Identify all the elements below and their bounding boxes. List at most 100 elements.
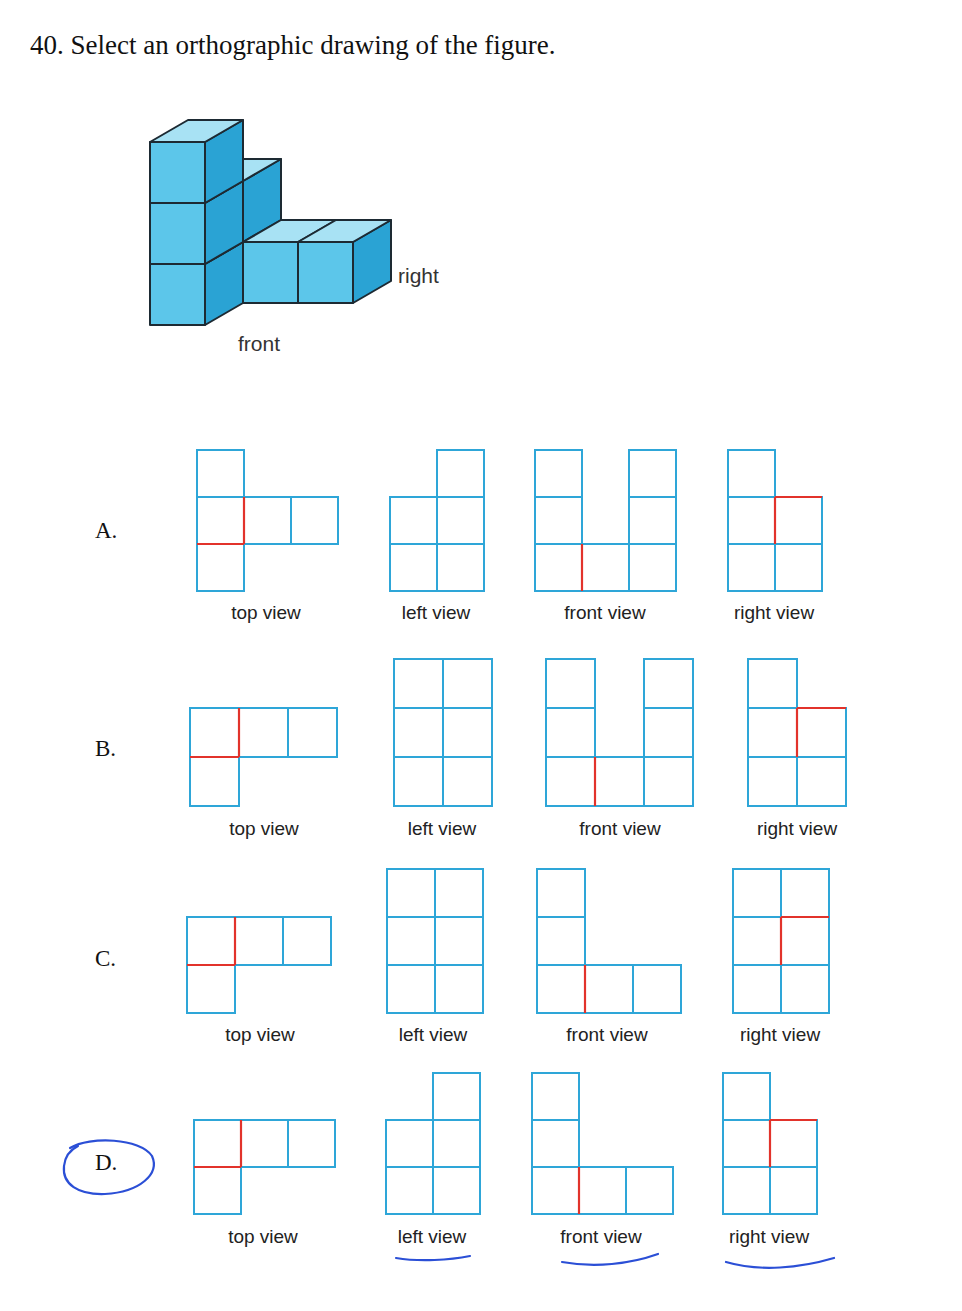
grid-cell <box>239 708 288 757</box>
grid-cell <box>535 544 582 591</box>
grid-cell <box>394 757 443 806</box>
grid-cell <box>235 917 283 965</box>
grid-cell <box>537 917 585 965</box>
view-label: front view <box>579 818 660 840</box>
grid-cell <box>728 497 775 544</box>
grid-cell <box>546 757 595 806</box>
underline <box>562 1254 658 1265</box>
cube-face <box>150 142 205 203</box>
grid-cell <box>433 1073 480 1120</box>
grid-cell <box>537 965 585 1013</box>
grid-cell <box>283 917 331 965</box>
grid-cell <box>546 708 595 757</box>
grid-cell <box>390 497 437 544</box>
grid-cell <box>437 497 484 544</box>
grid-cell <box>187 965 235 1013</box>
edge-line <box>578 1167 580 1214</box>
cube-face <box>150 203 205 264</box>
grid-cell <box>537 869 585 917</box>
grid-cell <box>535 450 582 497</box>
grid-cell <box>644 708 693 757</box>
edge-line <box>240 1120 242 1167</box>
grid-cell <box>626 1167 673 1214</box>
grid-cell <box>241 1120 288 1167</box>
grid-cell <box>532 1120 579 1167</box>
handwriting <box>64 1140 834 1267</box>
grid-cell <box>433 1120 480 1167</box>
grid-cell <box>291 497 338 544</box>
grid-cell <box>387 965 435 1013</box>
cube-face <box>150 264 205 325</box>
grid-cell <box>435 965 483 1013</box>
edge-line <box>781 916 829 918</box>
view-label: left view <box>402 602 471 624</box>
grid-cell <box>723 1167 770 1214</box>
view-label: front view <box>566 1024 647 1046</box>
option-letter: A. <box>95 518 117 544</box>
grid-cell <box>582 544 629 591</box>
grid-cell <box>288 1120 335 1167</box>
grid-cell <box>781 965 829 1013</box>
edge-line <box>780 917 782 965</box>
grid-cell <box>781 869 829 917</box>
grid-cell <box>386 1120 433 1167</box>
grid-cell <box>797 708 846 757</box>
edge-line <box>234 917 236 965</box>
edge-line <box>581 544 583 591</box>
view-label: right view <box>729 1226 809 1248</box>
view-label: right view <box>740 1024 820 1046</box>
grid-cell <box>733 869 781 917</box>
grid-cell <box>546 659 595 708</box>
grid-cell <box>629 450 676 497</box>
grid-cell <box>394 659 443 708</box>
option-letter: D. <box>95 1150 117 1176</box>
grid-cell <box>723 1120 770 1167</box>
grid-cell <box>288 708 337 757</box>
grid-cell <box>187 917 235 965</box>
grid-cell <box>770 1120 817 1167</box>
grid-cell <box>197 450 244 497</box>
cube-face <box>298 242 353 303</box>
grid-cell <box>435 917 483 965</box>
grid-cell <box>387 917 435 965</box>
view-label: top view <box>228 1226 298 1248</box>
grid-cell <box>733 917 781 965</box>
edge-line <box>238 708 240 757</box>
cube-face <box>243 242 298 303</box>
edge-line <box>243 497 245 544</box>
answer-circle <box>64 1140 154 1194</box>
grid-cell <box>797 757 846 806</box>
grid-cell <box>595 757 644 806</box>
edge-line <box>584 965 586 1013</box>
isometric-figure <box>150 120 391 325</box>
view-grids <box>187 450 846 1214</box>
view-label: left view <box>408 818 477 840</box>
grid-cell <box>748 708 797 757</box>
grid-cell <box>775 497 822 544</box>
view-label: top view <box>231 602 301 624</box>
grid-cell <box>390 544 437 591</box>
grid-cell <box>190 708 239 757</box>
grid-cell <box>723 1073 770 1120</box>
grid-cell <box>535 497 582 544</box>
grid-cell <box>532 1073 579 1120</box>
underline <box>726 1258 834 1268</box>
grid-cell <box>194 1167 241 1214</box>
view-label: front view <box>564 602 645 624</box>
view-label: right view <box>757 818 837 840</box>
edge-line <box>775 496 822 498</box>
grid-cell <box>197 497 244 544</box>
edge-line <box>770 1119 817 1121</box>
grid-cell <box>644 757 693 806</box>
view-label: front view <box>560 1226 641 1248</box>
grid-cell <box>435 869 483 917</box>
grid-cell <box>437 544 484 591</box>
edge-line <box>594 757 596 806</box>
edge-line <box>197 543 244 545</box>
grid-cell <box>433 1167 480 1214</box>
question-title: 40. Select an orthographic drawing of th… <box>30 30 556 61</box>
edge-line <box>796 708 798 757</box>
grid-cell <box>770 1167 817 1214</box>
